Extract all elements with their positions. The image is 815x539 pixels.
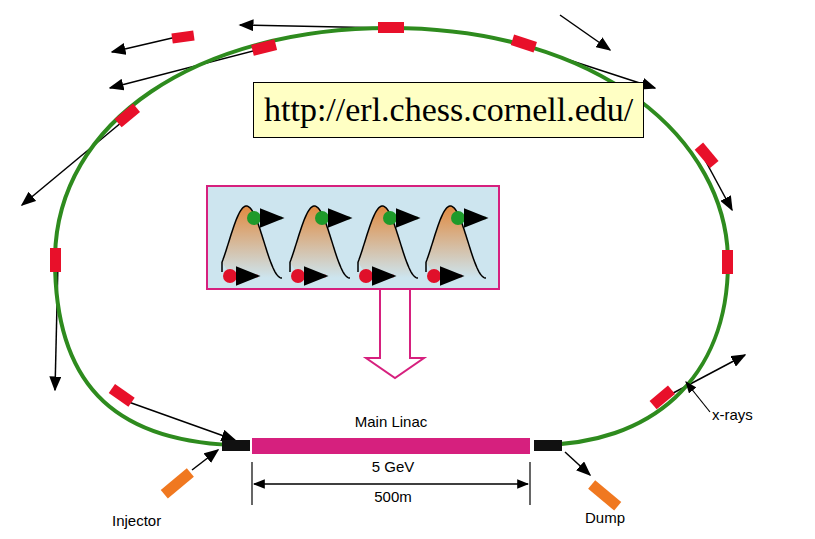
phase-inset [207, 186, 499, 289]
dump-block [588, 480, 621, 510]
diagram-label: Injector [112, 512, 161, 529]
dump-arrow [565, 452, 590, 475]
injector-gun [161, 468, 194, 498]
bending-magnets [50, 22, 733, 409]
node-text: http://erl.chess.cornell.edu/ [264, 91, 633, 129]
x-ray-leader [686, 382, 710, 412]
diagram-label: x-rays [712, 406, 753, 423]
linac-label: Main Linac [353, 413, 430, 430]
x-ray-arrows [22, 15, 745, 440]
recirculation-ring [55, 28, 728, 445]
diagram-label: 5 GeV [370, 458, 417, 475]
url-box: http://erl.chess.cornell.edu/ [253, 82, 644, 138]
inset-pointer [366, 290, 424, 378]
injector-arrow [192, 450, 218, 470]
diagram-label: 500m [372, 488, 414, 505]
diagram-label: Dump [585, 509, 625, 526]
merger [222, 440, 250, 451]
main-linac-bar [252, 438, 530, 454]
node-text: Main Linac [355, 413, 428, 430]
rf-waves [222, 206, 486, 283]
splitter [534, 440, 562, 451]
